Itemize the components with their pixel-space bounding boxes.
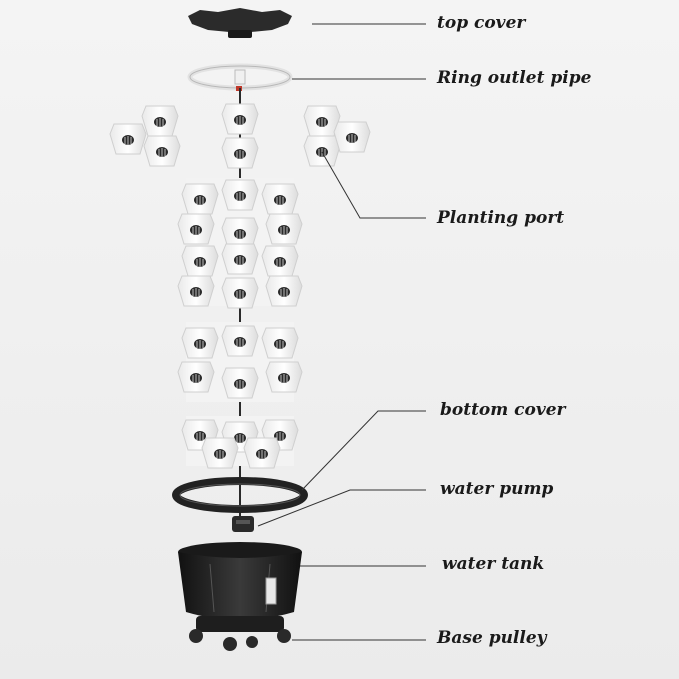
water-tank <box>178 542 302 620</box>
label-water-tank: water tank <box>442 554 545 574</box>
water-pump <box>232 516 254 532</box>
bottom-cover <box>172 477 308 513</box>
tower-section-upper <box>177 178 303 309</box>
base-pulley <box>189 616 291 651</box>
tower-section-middle <box>177 322 303 402</box>
label-ring-outlet-pipe: Ring outlet pipe <box>437 68 592 88</box>
tower-section-lower <box>181 416 299 469</box>
ring-outlet-pipe <box>187 63 293 91</box>
label-base-pulley: Base pulley <box>437 628 547 648</box>
label-bottom-cover: bottom cover <box>440 400 566 420</box>
label-top-cover: top cover <box>437 13 526 33</box>
label-water-pump: water pump <box>440 479 554 499</box>
leader-lines <box>257 23 426 641</box>
top-cover <box>188 8 292 38</box>
label-planting-port: Planting port <box>437 208 565 228</box>
